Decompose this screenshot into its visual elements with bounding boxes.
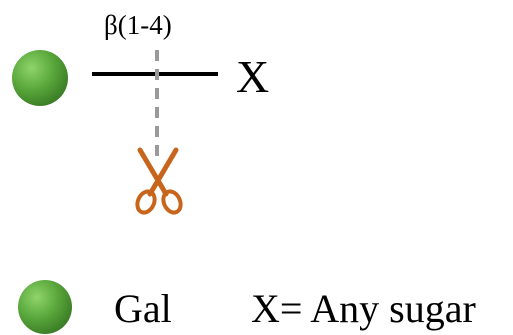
legend-x-definition: X= Any sugar xyxy=(251,286,476,331)
scissors-icon xyxy=(135,147,183,215)
reducing-end-label: X xyxy=(236,51,270,102)
linkage-label: β(1-4) xyxy=(104,10,172,40)
legend-galactose-circle xyxy=(18,280,72,334)
galactose-circle xyxy=(12,50,68,106)
legend-gal-label: Gal xyxy=(114,286,172,331)
